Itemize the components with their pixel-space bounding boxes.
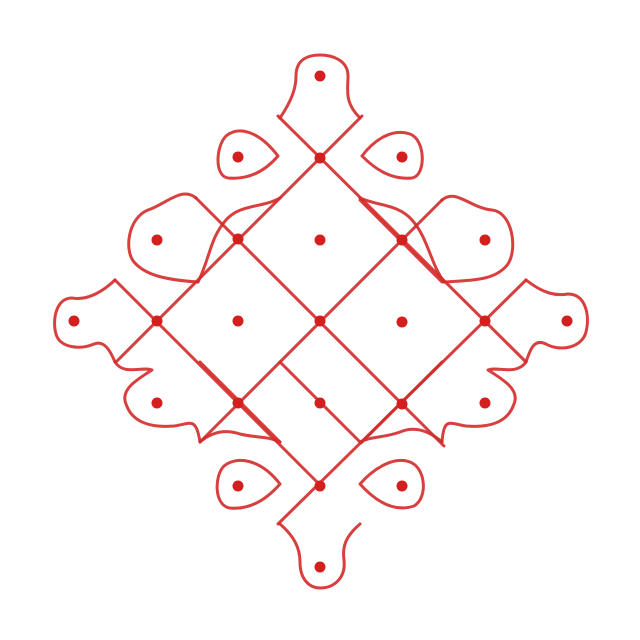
kolam-loop xyxy=(53,278,117,364)
kolam-dot xyxy=(479,315,491,327)
kolam-dot xyxy=(314,397,326,409)
kolam-loop xyxy=(360,131,424,180)
kolam-loop xyxy=(215,458,282,510)
kolam-loop xyxy=(440,194,515,284)
kolam-loop xyxy=(196,196,282,284)
kolam-dot xyxy=(314,561,326,573)
kolam-dot xyxy=(314,480,326,492)
kolam-dot xyxy=(151,315,163,327)
kolam-dot xyxy=(396,234,408,246)
kolam-dot xyxy=(396,316,408,328)
kolam-dot xyxy=(232,397,244,409)
kolam-loops xyxy=(53,53,589,590)
kolam-dot xyxy=(151,234,163,246)
kolam-line xyxy=(113,278,322,487)
kolam-dot xyxy=(479,397,491,409)
kolam-dot xyxy=(232,480,244,492)
kolam-loop xyxy=(216,129,280,180)
kolam-loop xyxy=(524,278,589,364)
kolam-dots xyxy=(68,70,573,573)
kolam-loop xyxy=(440,360,528,444)
kolam-dot xyxy=(314,234,326,246)
kolam-dot xyxy=(232,315,244,327)
kolam-dot xyxy=(479,234,491,246)
kolam-loop xyxy=(358,459,425,510)
kolam-dot xyxy=(314,315,326,327)
kolam-loop xyxy=(358,196,446,284)
kolam-dot xyxy=(396,398,408,410)
kolam-dot xyxy=(68,315,80,327)
kolam-dot xyxy=(561,315,573,327)
kolam-dot xyxy=(232,151,244,163)
kolam-loop xyxy=(358,427,444,444)
kolam-dot xyxy=(314,152,326,164)
kolam-dot xyxy=(151,397,163,409)
kolam-loop xyxy=(198,430,282,444)
kolam-loop xyxy=(113,360,202,444)
kolam-loop xyxy=(278,53,362,120)
kolam-dot xyxy=(396,480,408,492)
kolam-loop xyxy=(127,192,200,284)
kolam-dot xyxy=(396,151,408,163)
kolam-dot xyxy=(314,70,326,82)
kolam-dot xyxy=(232,233,244,245)
kolam-loop xyxy=(278,522,362,590)
